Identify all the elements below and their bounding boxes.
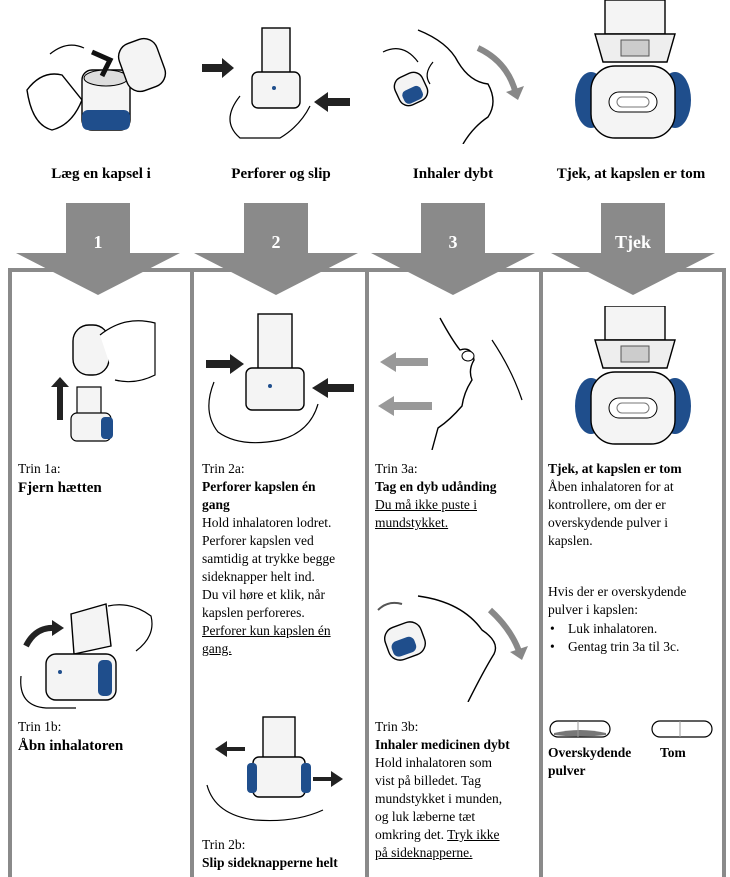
step-2b-title: Slip sideknapperne helt [202,855,338,870]
frame-top-left [8,268,58,272]
step-2a-note-1: Perforer kun kapslen én [202,623,331,638]
step-2a-body-1: Hold inhalatoren lodret. [202,515,332,530]
step-2a-heading: Trin 2a: [202,461,245,476]
step-3a-title: Tag en dyb udånding [375,479,497,494]
step-1b-title: Åbn inhalatoren [18,738,124,754]
step-3b-tail-plain: omkring det. [375,827,448,842]
step-3b-body-1: Hold inhalatoren som [375,755,492,770]
release-buttons-illustration [206,716,343,822]
capsule-with-powder-icon [549,720,611,738]
step-label-inhale: Inhaler dybt [412,166,494,182]
step-1b-heading: Trin 1b: [18,719,62,734]
step-label-pierce: Perforer og slip [231,166,331,182]
capsule-full-label-2: pulver [548,763,586,778]
arrow-number-2: 2 [271,232,281,252]
open-inhaler-illustration [20,603,153,709]
arrow-label-check: Tjek [615,232,651,252]
frame-top-right [666,268,726,272]
step-1a-title: Fjern hætten [18,480,102,496]
step-3b-body-2: vist på billedet. Tag [375,773,482,788]
step-3b-body-3: mundstykket i munden, [375,791,503,806]
check-body-4: kapslen. [548,533,593,548]
check-capsule-illustration [575,306,691,445]
step-arrow-2 [194,203,358,295]
check-body-1: Åben inhalatoren for at [548,479,674,494]
step-3b-title: Inhaler medicinen dybt [375,737,510,752]
check-bullet-2: Gentag trin 3a til 3c. [548,638,718,656]
column-divider-1 [190,268,194,877]
step-2a-body-2: Perforer kapslen ved [202,533,314,548]
step-arrow-check [551,203,715,295]
arrow-number-1: 1 [93,232,103,252]
step-2a-title-line2: gang [202,497,230,512]
column-divider-2 [365,268,369,877]
step-3b-body-4: og luk læberne tæt [375,809,476,824]
check-bullet-list: Luk inhalatoren. Gentag trin 3a til 3c. [548,620,718,656]
column-divider-3 [539,268,543,877]
step-2a-note-2: gang. [202,641,232,656]
step-2a-body-5: Du vil høre et klik, når [202,587,325,602]
step-2a-body-6: kapslen perforeres. [202,605,305,620]
check-capsule-illustration-top [575,0,691,139]
column-divider-right [722,268,726,877]
check-body2-1: Hvis der er overskydende [548,584,687,599]
check-body-2: kontrollere, om der er [548,497,666,512]
step-2a-title-line1: Perforer kapslen én [202,479,316,494]
pierce-release-illustration [202,27,350,139]
check-bullet-1: Luk inhalatoren. [548,620,718,638]
check-title: Tjek, at kapslen er tom [548,461,682,476]
check-body-3: overskydende pulver i [548,515,668,530]
step-2a-body-4: sideknapper helt ind. [202,569,315,584]
step-1a-heading: Trin 1a: [18,461,61,476]
step-arrow-1 [16,203,180,295]
remove-cap-illustration [51,320,156,442]
column-divider-left [8,268,12,877]
pierce-capsule-illustration [206,313,354,444]
step-3b-heading: Trin 3b: [375,719,419,734]
step-label-check: Tjek, at kapslen er tom [556,166,706,182]
step-3a-heading: Trin 3a: [375,461,418,476]
frame-top-12 [130,268,258,272]
frame-top-23 [308,268,435,272]
insert-capsule-illustration [26,37,167,131]
step-2b-heading: Trin 2b: [202,837,246,852]
capsule-empty-label: Tom [660,745,686,760]
step-label-insert: Læg en kapsel i [51,166,151,182]
step-arrow-3 [371,203,535,295]
check-body2-2: pulver i kapslen: [548,602,638,617]
step-3a-note-1: Du må ikke puste i [375,497,477,512]
step-2a-body-3: samtidig at trykke begge [202,551,336,566]
empty-capsule-icon [651,720,713,738]
arrow-number-3: 3 [448,232,458,252]
inhale-illustration [382,29,524,144]
step-3b-tail-underlined: Tryk ikke [447,827,500,842]
inhale-deeply-illustration [377,595,528,702]
capsule-full-label-1: Overskydende [548,745,632,760]
exhale-illustration [378,317,523,450]
step-3a-note-2: mundstykket. [375,515,449,530]
step-3b-tail-underlined-2: på sideknapperne. [375,845,473,860]
frame-top-34 [486,268,615,272]
